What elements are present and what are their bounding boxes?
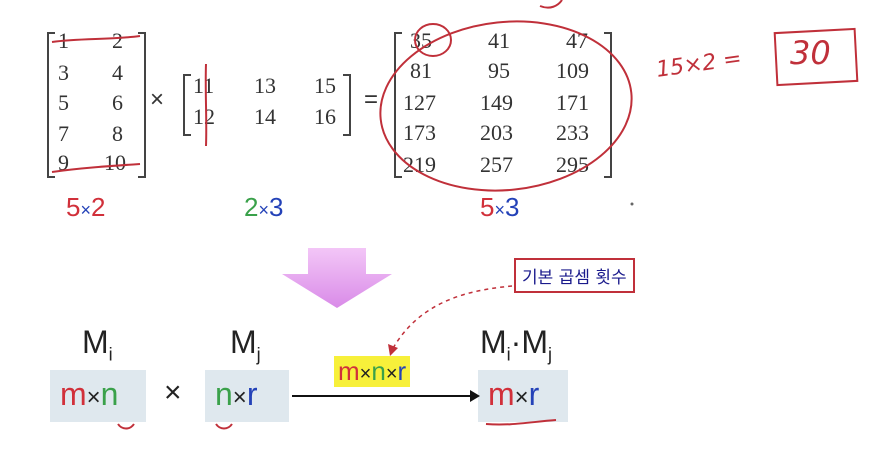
mj-label: Mj bbox=[230, 324, 261, 365]
prod-dim-box bbox=[478, 370, 568, 422]
mi-label: Mi bbox=[82, 324, 113, 365]
underline-n-mi bbox=[117, 423, 135, 430]
callout-arrow-head-icon bbox=[388, 344, 398, 356]
mj-base: M bbox=[230, 324, 257, 360]
matrix-c-cell: 81 bbox=[410, 58, 432, 83]
matrix-a-cell: 9 bbox=[58, 150, 69, 175]
dim-m: 5 bbox=[480, 192, 495, 222]
matrix-a-cell: 4 bbox=[112, 60, 123, 85]
matrix-b-left-bracket bbox=[183, 74, 191, 136]
matrix-c-cell: 203 bbox=[480, 120, 513, 145]
cost-r: r bbox=[397, 356, 407, 386]
mj-dim-n: n bbox=[215, 376, 233, 412]
matrix-a-cell: 2 bbox=[112, 28, 123, 53]
matrix-a-cell: 7 bbox=[58, 121, 69, 146]
mj-dim-times: × bbox=[232, 384, 247, 411]
matrix-a-cell: 10 bbox=[104, 150, 126, 175]
matrix-c-cell: 257 bbox=[480, 152, 513, 177]
matrix-c-cell: 35 bbox=[410, 28, 432, 53]
mi-dim-n: n bbox=[100, 376, 119, 412]
matrix-c-cell: 171 bbox=[556, 90, 589, 115]
dim-m: 2 bbox=[244, 192, 259, 222]
prod-sub1: i bbox=[506, 344, 511, 365]
prod-sub2: j bbox=[547, 344, 552, 365]
matrix-a-cell: 5 bbox=[58, 90, 69, 115]
mi-dim-m: m bbox=[60, 376, 87, 412]
dim-n: 2 bbox=[90, 192, 106, 222]
callout-label: 기본 곱셈 횟수 bbox=[514, 258, 635, 293]
matrix-c-dims: 5×3 bbox=[480, 192, 519, 223]
handwritten-result: 30 bbox=[790, 34, 831, 72]
matrix-c-cell: 47 bbox=[566, 28, 588, 53]
matrix-c-cell: 233 bbox=[556, 120, 589, 145]
product-label: Mi·Mj bbox=[480, 324, 552, 365]
prod-dim-times: × bbox=[514, 384, 529, 411]
prod-dot: · bbox=[510, 324, 522, 360]
prod-base1: M bbox=[480, 324, 507, 360]
dim-times: × bbox=[494, 200, 505, 220]
matrix-b-cell: 15 bbox=[314, 73, 336, 98]
stray-dot bbox=[630, 202, 634, 206]
prod-base2: M bbox=[521, 324, 548, 360]
matrix-c-right-bracket bbox=[604, 32, 612, 178]
handwritten-note: 15×2 = bbox=[655, 46, 744, 83]
handwritten-expr: 15×2 = bbox=[654, 46, 744, 83]
matrix-a-cell: 6 bbox=[112, 90, 123, 115]
mi-dim: m×n bbox=[60, 376, 118, 413]
cost-highlight: m×n×r bbox=[334, 356, 411, 387]
mj-dim-r: r bbox=[246, 376, 258, 412]
mj-dim: n×r bbox=[215, 376, 257, 413]
mi-dim-box bbox=[50, 370, 146, 422]
prod-dim-m: m bbox=[488, 376, 515, 412]
matrix-a-right-bracket bbox=[138, 32, 146, 178]
mj-sub: j bbox=[256, 344, 261, 365]
cost-times1: × bbox=[359, 363, 372, 385]
times-symbol: × bbox=[164, 376, 182, 409]
matrix-c-cell: 95 bbox=[488, 58, 510, 83]
matrix-a-dims: 5×2 bbox=[66, 192, 105, 223]
times-operator: × bbox=[150, 86, 165, 113]
matrix-c-cell: 149 bbox=[480, 90, 513, 115]
dim-n: 3 bbox=[504, 192, 520, 222]
matrix-c-cell: 173 bbox=[403, 120, 436, 145]
matrix-c-cell: 109 bbox=[556, 58, 589, 83]
matrix-c-cell: 127 bbox=[403, 90, 436, 115]
matrix-a-cell: 3 bbox=[58, 60, 69, 85]
matrix-c-cell: 41 bbox=[488, 28, 510, 53]
prod-dim-r: r bbox=[528, 376, 540, 412]
pen-mark bbox=[539, 0, 563, 9]
cost-times2: × bbox=[385, 363, 398, 385]
mi-sub: i bbox=[108, 344, 113, 365]
matrix-a-cell: 1 bbox=[58, 28, 69, 53]
dim-times: × bbox=[80, 200, 91, 220]
matrix-b-cell: 13 bbox=[254, 73, 276, 98]
matrix-b-cell: 12 bbox=[193, 104, 215, 129]
matrix-b-dims: 2×3 bbox=[244, 192, 283, 223]
underline-n-mj bbox=[215, 423, 233, 430]
mj-dim-box bbox=[205, 370, 289, 422]
cost-m: m bbox=[338, 356, 360, 386]
matrix-a-left-bracket bbox=[47, 32, 55, 178]
dim-n: 3 bbox=[268, 192, 284, 222]
mi-dim-times: × bbox=[86, 384, 101, 411]
cost-n: n bbox=[371, 356, 386, 386]
matrix-c-left-bracket bbox=[394, 32, 402, 178]
matrix-c-cell: 219 bbox=[403, 152, 436, 177]
matrix-b-right-bracket bbox=[343, 74, 351, 136]
dim-times: × bbox=[258, 200, 269, 220]
matrix-b-cell: 14 bbox=[254, 104, 276, 129]
matrix-c-cell: 295 bbox=[556, 152, 589, 177]
mi-base: M bbox=[82, 324, 109, 360]
equals-operator: = bbox=[364, 86, 379, 113]
matrix-a-cell: 8 bbox=[112, 121, 123, 146]
dim-m: 5 bbox=[66, 192, 81, 222]
matrix-b-cell: 16 bbox=[314, 104, 336, 129]
prod-dim: m×r bbox=[488, 376, 539, 413]
matrix-b-cell: 11 bbox=[193, 73, 215, 98]
